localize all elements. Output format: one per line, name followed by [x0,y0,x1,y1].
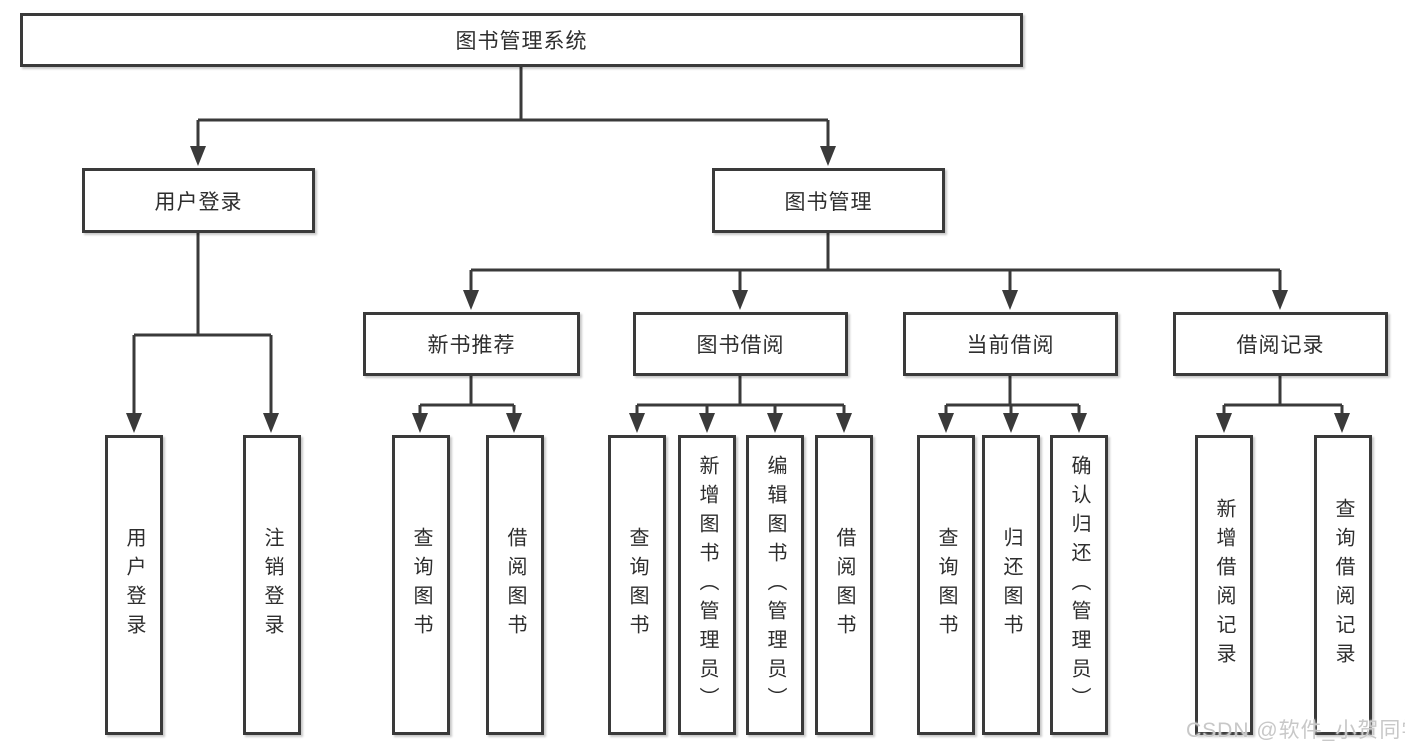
node-label: 图书管理 [784,190,873,214]
leaf-label: 新增图书（管理员） [696,454,718,716]
leaf-user-login: 用户登录 [105,435,163,735]
leaf-borrow-books: 借阅图书 [486,435,544,735]
leaf-return-books: 归还图书 [982,435,1040,735]
leaf-edit-book-admin: 编辑图书（管理员） [746,435,804,735]
edge-login-rail [132,233,273,419]
leaf-label: 归还图书 [1000,527,1022,643]
node-label: 图书借阅 [696,334,785,357]
node-current-borrowing: 当前借阅 [903,312,1118,376]
leaf-confirm-return-admin: 确认归还（管理员） [1050,435,1108,735]
leaf-label: 查询图书 [410,527,432,643]
node-book-management: 图书管理 [712,168,945,233]
node-label: 图书管理系统 [455,30,588,53]
node-label: 新书推荐 [427,334,516,357]
leaf-label: 编辑图书（管理员） [764,454,786,716]
node-new-book-recommendation: 新书推荐 [363,312,580,376]
leaf-label: 查询图书 [935,527,957,643]
edge-newbook-rail [418,376,516,419]
csdn-watermark: CSDN @软件_小贺同学 [1186,719,1405,742]
leaf-query-books: 查询图书 [917,435,975,735]
edge-borrow-rail [635,376,846,419]
node-user-login: 用户登录 [82,168,315,233]
node-label: 当前借阅 [966,334,1055,357]
leaf-add-borrow-record: 新增借阅记录 [1195,435,1253,735]
leaf-add-book-admin: 新增图书（管理员） [678,435,736,735]
edge-records-rail [1222,376,1344,419]
arrowheads [126,146,1350,433]
edge-root-rail [196,67,830,152]
leaf-logout: 注销登录 [243,435,301,735]
node-borrowing-records: 借阅记录 [1173,312,1388,376]
leaf-label: 用户登录 [123,527,145,643]
leaf-label: 借阅图书 [504,527,526,643]
edge-current-rail [944,376,1081,419]
leaf-label: 借阅图书 [833,527,855,643]
node-book-borrowing: 图书借阅 [633,312,848,376]
edge-mgmt-rail [469,233,1282,296]
leaf-borrow-books: 借阅图书 [815,435,873,735]
leaf-label: 新增借阅记录 [1213,498,1235,672]
leaf-query-books: 查询图书 [608,435,666,735]
leaf-query-borrow-record: 查询借阅记录 [1314,435,1372,735]
node-label: 用户登录 [154,190,243,214]
node-label: 借阅记录 [1236,334,1325,357]
leaf-label: 查询借阅记录 [1332,498,1354,672]
node-library-management-system: 图书管理系统 [20,13,1023,67]
leaf-label: 查询图书 [626,527,648,643]
leaf-label: 确认归还（管理员） [1068,454,1090,716]
leaf-query-books: 查询图书 [392,435,450,735]
leaf-label: 注销登录 [261,527,283,643]
